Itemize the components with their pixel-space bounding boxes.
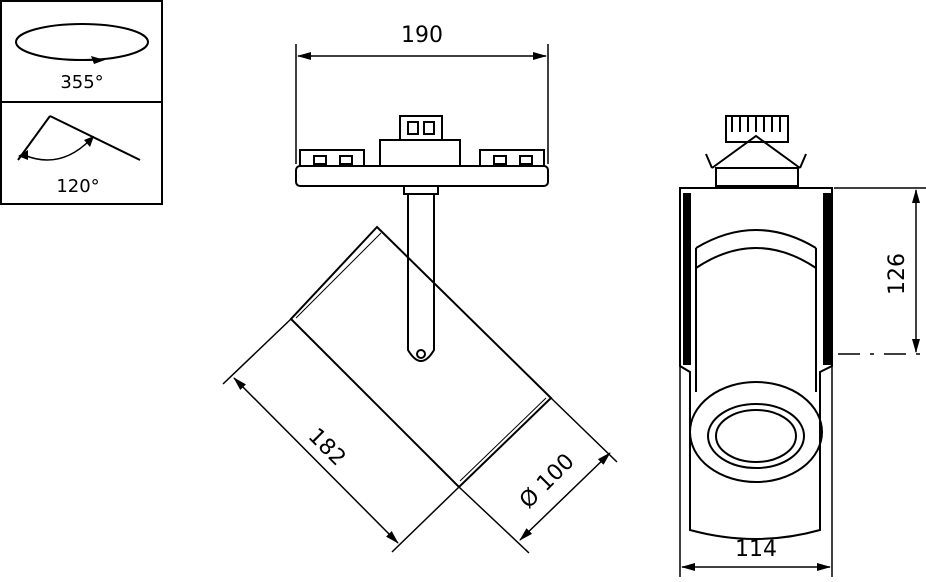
dim-126-label: 126 [885, 253, 910, 295]
tilt-label: 120° [56, 176, 99, 197]
rotation-label: 355° [60, 72, 103, 93]
tilt-icon [17, 115, 141, 161]
rotation-icon [15, 23, 149, 64]
dim-126 [834, 187, 926, 355]
dim-182 [222, 318, 460, 553]
track-adaptor-front [295, 115, 549, 187]
track-adaptor-side [705, 115, 807, 187]
legend-box: 355° 120° [0, 0, 163, 205]
dim-114-label: 114 [735, 537, 777, 562]
dim-diameter-100 [458, 397, 618, 554]
dim-diameter-label: Ø 100 [515, 449, 580, 514]
dim-190 [295, 44, 549, 164]
dim-190-label: 190 [401, 23, 443, 48]
dim-114 [679, 366, 833, 577]
spot-body-side [679, 187, 833, 540]
stem-arm [403, 185, 439, 362]
dim-182-label: 182 [303, 424, 350, 471]
